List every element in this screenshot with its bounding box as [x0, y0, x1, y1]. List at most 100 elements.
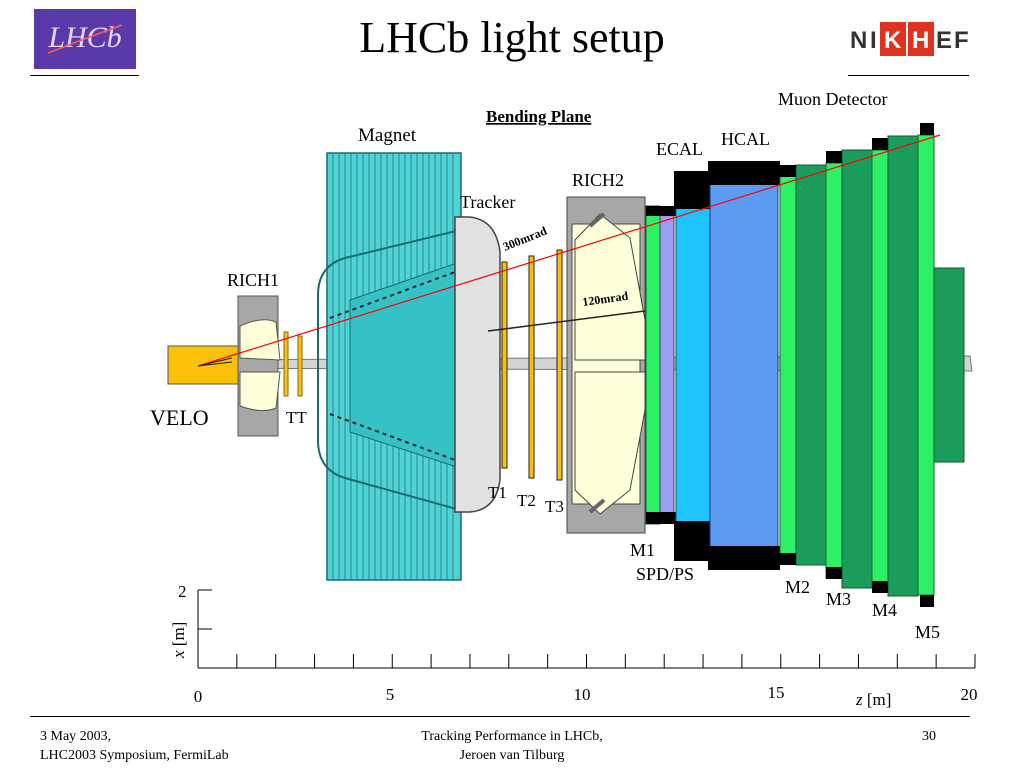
tt-station — [297, 335, 303, 397]
x-tick-label: 20 — [961, 685, 978, 704]
t2-station — [528, 255, 535, 479]
t3-label: T3 — [545, 497, 564, 516]
m2-support — [780, 553, 796, 565]
footer-author: Jeroen van Tilburg — [459, 748, 565, 763]
m2-label: M2 — [785, 577, 810, 597]
x-tick-label: 15 — [768, 683, 785, 702]
m5-chamber — [917, 134, 935, 596]
title-rule-left — [30, 75, 139, 76]
rich2-mirror-lower — [574, 371, 646, 515]
rich2-flat-mirror — [588, 498, 606, 514]
tt-label: TT — [286, 408, 307, 427]
nikhef-letter: K — [884, 27, 902, 54]
tracker-label: Tracker — [460, 192, 515, 212]
t1-label: T1 — [488, 483, 507, 502]
muon-filter — [795, 164, 827, 566]
rich1-label: RICH1 — [227, 270, 279, 290]
m2-chamber — [779, 175, 797, 555]
hcal-support-bottom — [708, 546, 780, 570]
y-axis-var: x — [169, 650, 188, 659]
t1-station — [501, 261, 508, 469]
page-number: 30 — [922, 729, 936, 744]
ecal — [675, 205, 711, 525]
nikhef-letter: I — [870, 27, 877, 54]
tt-station — [283, 331, 289, 397]
nikhef-letter: F — [954, 27, 969, 54]
magnet-field-lower — [329, 413, 456, 461]
nikhef-logo: N I K H E F — [844, 9, 976, 69]
footer-rule — [30, 716, 970, 717]
m4-label: M4 — [872, 600, 897, 620]
footer-talk-title: Tracking Performance in LHCb, — [421, 729, 603, 744]
hcal-label: HCAL — [721, 129, 770, 149]
x-tick-label: 10 — [574, 685, 591, 704]
x-tick-label: 5 — [386, 685, 395, 704]
footer-event: LHC2003 Symposium, FermiLab — [40, 748, 229, 763]
angle-120mrad-label: 120mrad — [581, 289, 629, 309]
track-line-300mrad — [197, 134, 941, 367]
t3-station — [556, 249, 563, 481]
nikhef-letter: E — [936, 27, 952, 54]
footer-left: 3 May 2003, LHC2003 Symposium, FermiLab — [40, 727, 229, 765]
m4-support — [872, 138, 888, 150]
rich2-mirror-upper — [574, 213, 646, 361]
magnet-label: Magnet — [358, 125, 417, 146]
rich2-flat-mirror — [588, 212, 606, 228]
hcal — [709, 182, 779, 550]
velo-track — [197, 361, 233, 367]
ecal-label: ECAL — [656, 139, 703, 159]
velo-label: VELO — [150, 405, 209, 430]
hcal-support-top — [708, 161, 780, 185]
y-axis-unit: [m] — [169, 622, 188, 647]
m3-support — [826, 567, 842, 579]
magnet-field-upper — [329, 271, 456, 319]
lhcb-logo: LHCb — [34, 9, 136, 69]
x-tick-label: 0 — [194, 687, 203, 706]
x-axis-var: z — [855, 690, 863, 709]
nikhef-box — [908, 22, 934, 56]
velo-track — [197, 357, 233, 367]
ecal-support-bottom — [674, 521, 712, 561]
x-axis-unit: [m] — [867, 690, 892, 709]
m5-support — [920, 123, 934, 135]
rich1-mirror-bottom — [239, 371, 281, 412]
m1-support — [646, 206, 676, 216]
m4-support — [872, 581, 888, 593]
y-tick-label: 2 — [178, 582, 187, 601]
ecal-support-top — [674, 171, 712, 209]
m5-support — [920, 595, 934, 607]
m4-chamber — [871, 149, 889, 583]
footer-center: Tracking Performance in LHCb, Jeroen van… — [362, 727, 662, 765]
m3-label: M3 — [826, 589, 851, 609]
title-rule-right — [848, 75, 969, 76]
nikhef-letter: H — [912, 27, 929, 54]
page-title: LHCb light setup — [359, 13, 665, 62]
m5-label: M5 — [915, 622, 940, 642]
muon-filter — [841, 149, 873, 589]
nikhef-box — [880, 22, 906, 56]
muon-filter — [887, 135, 919, 597]
m1-support — [646, 512, 676, 524]
rich1-frame — [237, 295, 279, 437]
m3-chamber — [825, 162, 843, 579]
lhcb-logo-swoosh — [47, 24, 123, 54]
y-axis-title: x [m] — [169, 622, 188, 659]
muon-detector-label: Muon Detector — [778, 89, 887, 109]
rich1-mirror-top — [239, 319, 281, 361]
m1-label: M1 — [630, 540, 655, 560]
spd-ps-label: SPD/PS — [636, 564, 694, 584]
m3-support — [826, 151, 842, 163]
rich2-label: RICH2 — [572, 170, 624, 190]
x-axis-title: z [m] — [855, 690, 891, 709]
m2-support — [780, 165, 796, 177]
footer-date: 3 May 2003, — [40, 729, 112, 744]
muon-shield — [933, 267, 965, 463]
spd-ps — [659, 212, 675, 518]
t2-label: T2 — [517, 491, 536, 510]
m1-chamber — [645, 205, 661, 525]
x-axis-ticks — [236, 654, 976, 668]
angle-300mrad-label: 300mrad — [501, 223, 549, 253]
acceptance-line-120mrad — [487, 310, 646, 332]
x-tick-labels: 0 5 10 15 20 — [194, 683, 978, 706]
